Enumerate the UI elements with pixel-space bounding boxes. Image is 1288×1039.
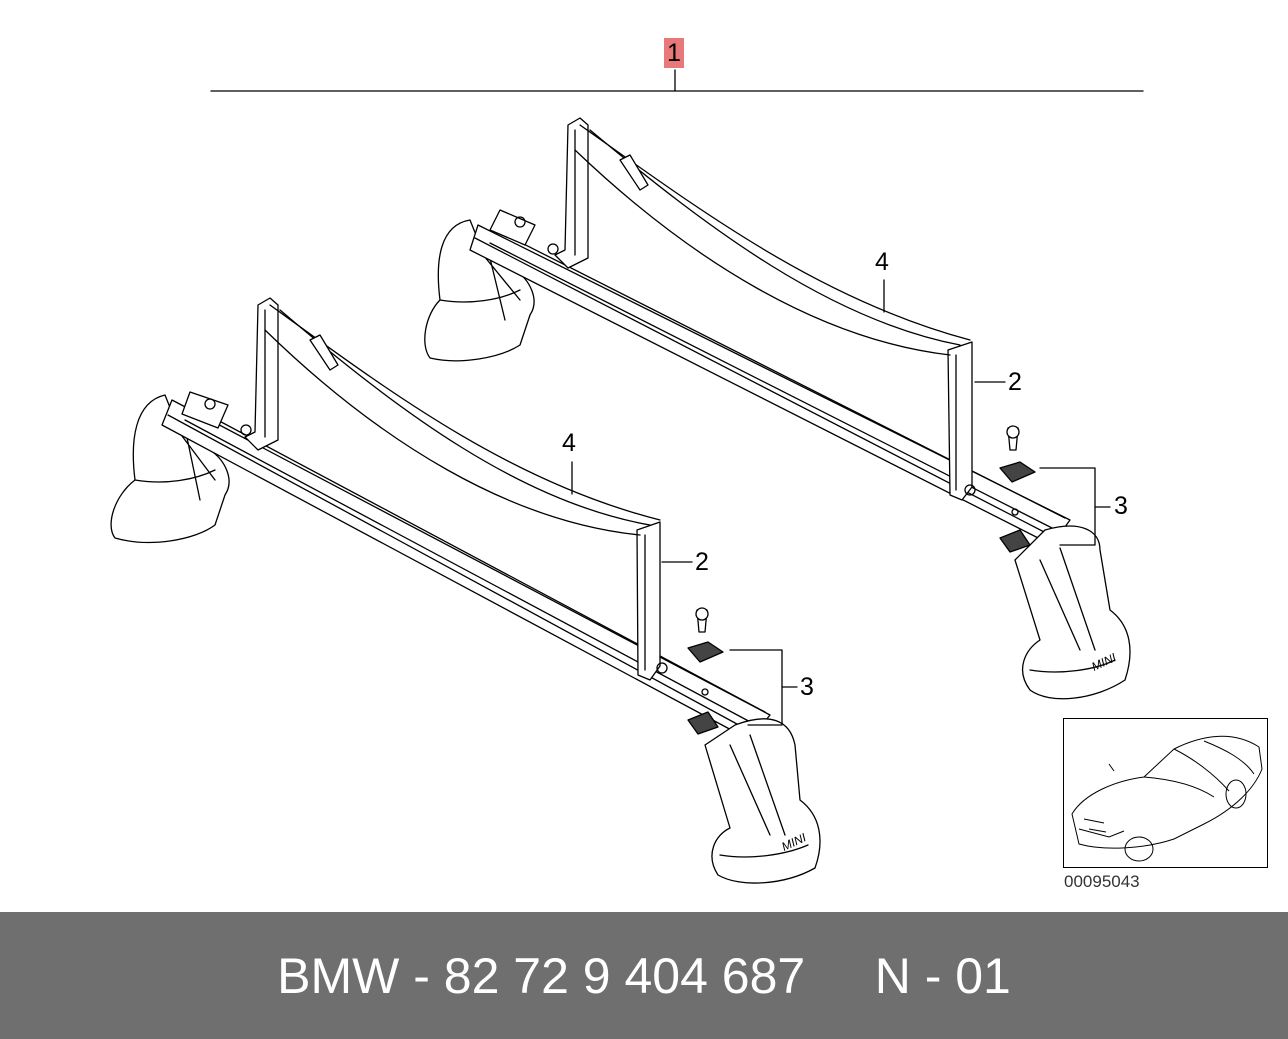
footer-bar: BMW - 82 72 9 404 687 N - 01 (0, 912, 1288, 1039)
callout-1-highlight: 1 (664, 38, 684, 68)
footer-text: BMW - 82 72 9 404 687 N - 01 (277, 947, 1011, 1004)
image-code: 00095043 (1064, 872, 1140, 891)
footer-brand: BMW (277, 947, 400, 1004)
callout-4-front: 4 (562, 429, 576, 457)
callout-1: 1 (664, 38, 684, 68)
callout-4-back: 4 (875, 248, 889, 276)
vehicle-thumbnail (1063, 718, 1268, 868)
callout-leaders (571, 279, 1111, 726)
front-roof-rack (110, 297, 821, 884)
callout-3-back: 3 (1114, 492, 1128, 520)
callout-2-front: 2 (695, 548, 709, 576)
assembly-leader-line (210, 69, 1144, 92)
car-icon (1071, 735, 1263, 862)
callout-2-back: 2 (1008, 368, 1022, 396)
footer-part-number: 82 72 9 404 687 (443, 947, 806, 1004)
footer-variant: N - 01 (874, 947, 1011, 1004)
callout-3-front: 3 (800, 673, 814, 701)
back-roof-rack (424, 117, 1131, 700)
parts-diagram: MINI MINI (110, 69, 1144, 884)
